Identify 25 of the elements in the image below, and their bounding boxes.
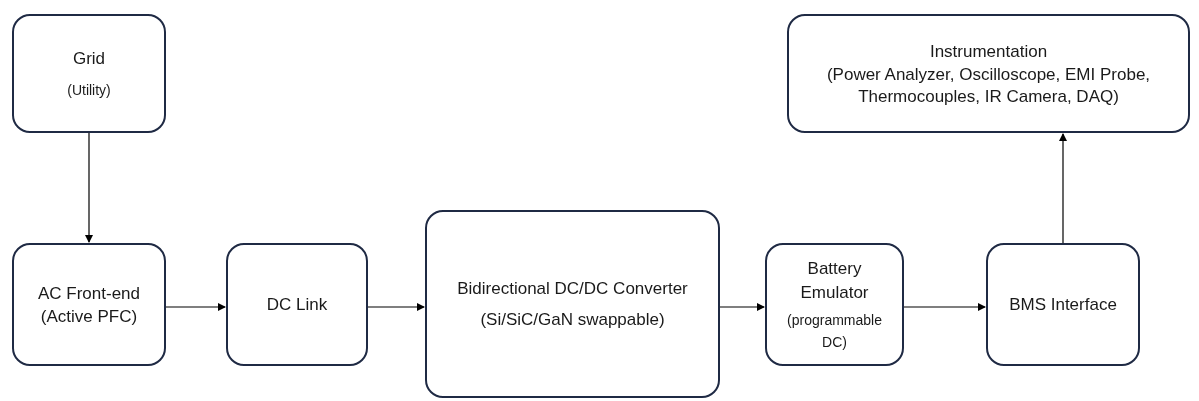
box-subtitle: (Si/SiC/GaN swappable) <box>480 309 665 331</box>
box-title: Bidirectional DC/DC Converter <box>457 278 688 300</box>
process-box <box>12 243 166 366</box>
arrow <box>1059 133 1067 244</box>
process-box <box>986 243 1140 366</box>
box-subtitle: (Utility) <box>67 80 111 100</box>
arrow <box>165 303 226 311</box>
process-box <box>787 14 1190 133</box>
box-title: Instrumentation <box>929 40 1048 63</box>
box-subtitle: (Power Analyzer, Oscilloscope, EMI Probe, Thermocouples, IR Camera, DAQ) <box>825 63 1152 108</box>
box-title: BMS Interface <box>1009 293 1117 316</box>
box-title: Grid <box>72 47 106 70</box>
process-box <box>12 14 166 133</box>
process-box <box>765 243 904 366</box>
process-box <box>226 243 368 366</box>
box-title: AC Front-end <box>37 282 140 305</box>
arrow <box>85 132 93 243</box>
process-box <box>425 210 720 398</box>
box-title: DC Link <box>266 293 328 316</box>
box-title: Battery Emulator <box>799 257 870 304</box>
arrow <box>903 303 986 311</box>
arrow <box>367 303 425 311</box>
box-subtitle: (Active PFC) <box>40 305 138 328</box>
arrow <box>719 303 765 311</box>
box-subtitle: (programmable DC) <box>786 310 883 352</box>
